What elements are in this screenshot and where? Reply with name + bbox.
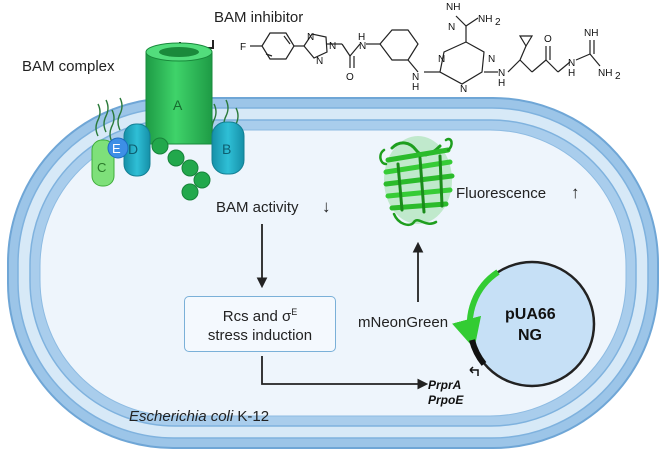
atom-n: N (460, 84, 467, 95)
arrow-stress-to-promoter (261, 356, 429, 390)
fluorescence-up-arrow: ↑ (571, 183, 580, 202)
fluorescence-label: Fluorescence (456, 185, 546, 202)
organism-species: Escherichia coli (129, 408, 234, 425)
bam-complex-label: BAM complex (22, 58, 115, 75)
atom-h: H (498, 78, 505, 89)
promoter-segment (469, 339, 487, 366)
stress-line1: Rcs and σE (223, 303, 297, 326)
mneongreen-protein-icon (379, 136, 455, 226)
inhibitor-atom-labels: F N N N O H N N H NH NH 2 N N N N N H O … (240, 2, 621, 95)
atom-n: N (412, 72, 419, 83)
subunit-d-label: D (128, 141, 138, 157)
atom-nh2-subscript: 2 (495, 17, 501, 28)
bam-activity-label: BAM activity (216, 199, 299, 216)
plasmid-puA66-ng: pUA66 NG (452, 260, 596, 388)
atom-o: O (544, 34, 552, 45)
activity-down-arrow: ↓ (322, 197, 331, 216)
subunit-b-label: B (222, 141, 231, 157)
atom-n-upper: N (448, 22, 455, 33)
bama-barrel (145, 51, 213, 145)
atom-n: N (307, 32, 314, 43)
cyclohexane-ring (379, 29, 419, 61)
subunit-c-label: C (97, 160, 106, 175)
promoter-rpra-label: PrprA (428, 378, 461, 392)
atom-h: H (412, 82, 419, 93)
atom-n: N (568, 58, 575, 69)
atom-nh: NH (584, 28, 598, 39)
potra-domains (151, 137, 211, 201)
atom-nh: H (358, 32, 365, 43)
subunit-e-label: E (112, 141, 121, 156)
atom-o: O (346, 72, 354, 83)
atom-n: N (438, 54, 445, 65)
triazine-ring (439, 41, 485, 85)
atom-nh2-subscript: 2 (615, 71, 621, 82)
tetrazole-ring (303, 33, 328, 59)
mneongreen-label: mNeonGreen (358, 314, 448, 331)
stress-induction-box: Rcs and σE stress induction (184, 296, 336, 352)
subunit-a-label: A (173, 97, 183, 113)
cyclopropyl-ring (518, 35, 534, 48)
bamb-subunit (211, 121, 245, 175)
organism-label: Escherichia coli K-12 (129, 408, 269, 425)
atom-n: N (498, 68, 505, 79)
promoter-arrow-icon (469, 366, 479, 376)
inhibitor-title: BAM inhibitor (214, 9, 303, 26)
stress-line1-prefix: Rcs and σ (222, 308, 292, 325)
stress-line1-superscript: E (291, 307, 298, 317)
atom-n: N (488, 54, 495, 65)
atom-f: F (240, 42, 246, 53)
stress-line2: stress induction (207, 327, 313, 344)
atom-nh2: NH (598, 68, 612, 79)
organism-strain: K-12 (233, 408, 269, 425)
atom-h: H (568, 68, 575, 79)
atom-nh: NH (446, 2, 460, 13)
atom-n: N (316, 56, 323, 67)
bam-complex: A B D C E (91, 42, 245, 201)
atom-n: N (359, 41, 366, 52)
atom-n: N (329, 41, 336, 52)
bame-subunit (107, 137, 129, 159)
promoter-rpoe-label: PrpoE (428, 393, 464, 407)
phenyl-ring (261, 32, 295, 60)
atom-nh2: NH (478, 14, 492, 25)
plasmid-name-line1: pUA66 (505, 306, 556, 323)
plasmid-name-line2: NG (518, 327, 542, 344)
mneongreen-gene-segment (452, 269, 500, 349)
